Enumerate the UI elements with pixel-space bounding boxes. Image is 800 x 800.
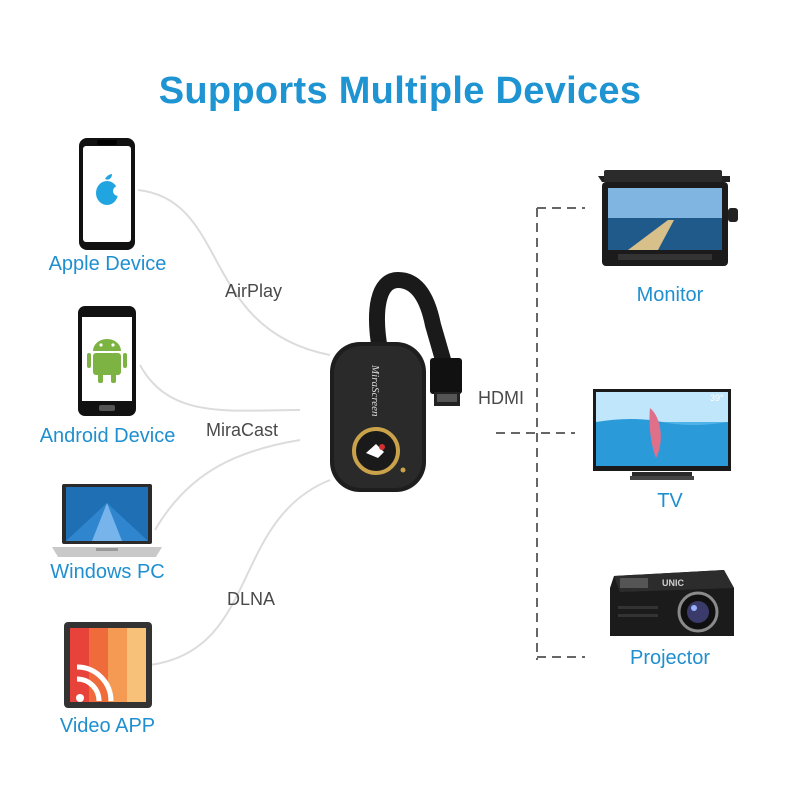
airplay-curve xyxy=(137,189,331,356)
miracast-curve-2 xyxy=(154,439,301,531)
hdmi-label: HDMI xyxy=(478,388,524,408)
apple-device-label: Apple Device xyxy=(48,253,167,275)
miracast-label: MiraCast xyxy=(206,420,279,440)
tv-screen-text: 39° xyxy=(710,393,724,403)
projector-icon: UNIC xyxy=(606,566,736,645)
monitor-label: Monitor xyxy=(636,284,704,306)
miracast-curve xyxy=(139,364,301,412)
laptop-icon xyxy=(52,483,162,564)
video-app-label: Video APP xyxy=(59,715,156,737)
monitor-icon xyxy=(598,168,740,275)
tv-label: TV xyxy=(657,490,683,512)
projector-label: Projector xyxy=(629,647,711,669)
airplay-label: AirPlay xyxy=(225,281,283,301)
projector-brand-text: UNIC xyxy=(662,578,684,588)
android-phone-icon xyxy=(77,305,137,422)
hdmi-dongle-icon: MiraScreen xyxy=(318,270,488,515)
dlna-label: DLNA xyxy=(227,589,276,609)
page-title: Supports Multiple Devices xyxy=(158,70,642,112)
video-app-icon xyxy=(63,621,153,714)
apple-phone-icon xyxy=(78,137,136,256)
tv-icon: 39° xyxy=(592,388,732,489)
windows-pc-label: Windows PC xyxy=(50,561,165,583)
dlna-curve xyxy=(149,479,331,666)
android-device-label: Android Device xyxy=(39,425,176,447)
svg-text:MiraScreen: MiraScreen xyxy=(369,364,381,417)
